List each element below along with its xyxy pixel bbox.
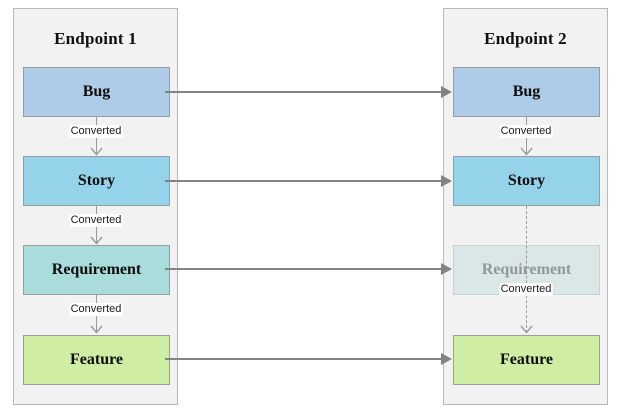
node-label: Bug <box>512 83 541 100</box>
node-label: Requirement <box>51 261 142 278</box>
node-endpoint2-feature[interactable]: Feature <box>453 335 600 385</box>
connector-story-to-feature <box>526 206 527 333</box>
edge-label-requirement-feature: Converted <box>69 303 123 316</box>
node-label: Feature <box>69 351 123 368</box>
edge-label-story-feature: Converted <box>499 283 553 296</box>
arrowhead-down-icon <box>90 325 103 334</box>
mapping-arrow-story-line <box>165 180 442 182</box>
arrowhead-down-icon <box>520 325 533 334</box>
mapping-arrow-bug-head-icon <box>441 86 452 98</box>
node-endpoint1-story[interactable]: Story <box>23 156 170 206</box>
node-label: Bug <box>82 83 111 100</box>
node-endpoint2-story[interactable]: Story <box>453 156 600 206</box>
mapping-arrow-requirement-line <box>165 268 442 270</box>
arrowhead-down-icon <box>90 147 103 156</box>
node-endpoint1-feature[interactable]: Feature <box>23 335 170 385</box>
mapping-arrow-story-head-icon <box>441 175 452 187</box>
node-label: Story <box>507 172 546 189</box>
endpoint-2-panel[interactable]: Endpoint 2 Bug Story Requirement Feature… <box>443 8 608 405</box>
endpoint-2-title: Endpoint 2 <box>484 29 567 48</box>
node-label: Feature <box>499 351 553 368</box>
node-endpoint2-bug[interactable]: Bug <box>453 67 600 117</box>
node-endpoint1-bug[interactable]: Bug <box>23 67 170 117</box>
endpoint-1-panel[interactable]: Endpoint 1 Bug Story Requirement Feature… <box>13 8 178 405</box>
endpoint-1-title: Endpoint 1 <box>54 29 137 48</box>
node-label: Story <box>77 172 116 189</box>
edge-label-story-requirement: Converted <box>69 214 123 227</box>
mapping-arrow-bug-line <box>165 91 442 93</box>
mapping-arrow-feature-head-icon <box>441 353 452 365</box>
edge-label-bug-story: Converted <box>69 125 123 138</box>
arrowhead-down-icon <box>90 236 103 245</box>
node-endpoint1-requirement[interactable]: Requirement <box>23 245 170 295</box>
edge-label-bug-story: Converted <box>499 125 553 138</box>
mapping-arrow-feature-line <box>165 358 442 360</box>
arrowhead-down-icon <box>520 147 533 156</box>
mapping-arrow-requirement-head-icon <box>441 263 452 275</box>
